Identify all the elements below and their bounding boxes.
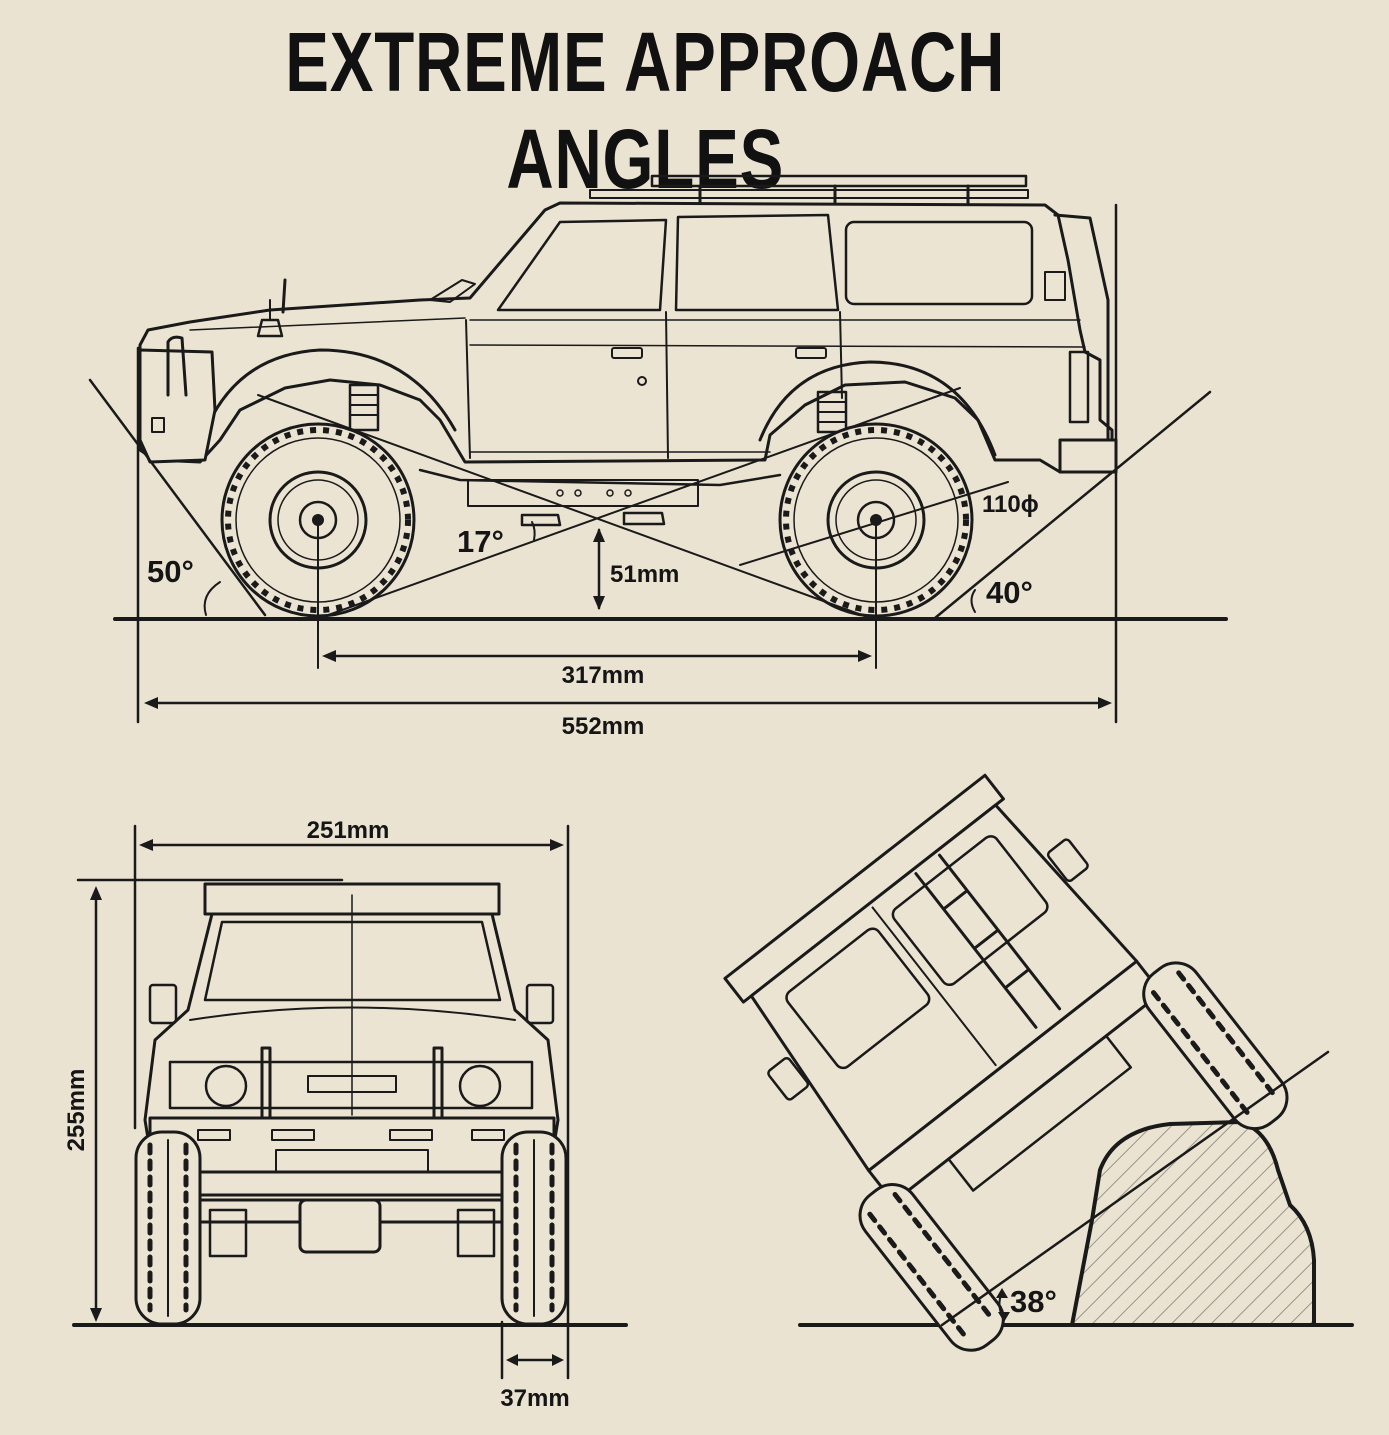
ground-clearance-label: 51mm <box>610 561 679 588</box>
height-dimension <box>90 886 102 1322</box>
slope-angle-line <box>940 1050 1330 1327</box>
approach-angle-label: 50° <box>147 554 194 589</box>
front-left-tire <box>134 1130 202 1326</box>
width-dimension <box>139 839 564 851</box>
width-label: 251mm <box>307 817 390 844</box>
length-label: 552mm <box>562 713 645 740</box>
breakover-angle-arc <box>531 521 536 541</box>
vehicle-rear-tilted <box>723 773 1289 1352</box>
slope-angle-label: 38° <box>1010 1284 1057 1319</box>
side-view: 51mm 317mm 552mm 50° 40° 17° 110ɸ <box>88 174 1228 740</box>
wheelbase-dimension <box>322 650 872 662</box>
departure-angle-line <box>933 390 1212 620</box>
ground-clearance-dimension <box>593 528 605 610</box>
front-right-tire <box>500 1130 568 1326</box>
departure-angle-arc <box>970 589 976 613</box>
breakover-angle-label: 17° <box>457 524 504 559</box>
height-label: 255mm <box>63 1069 90 1152</box>
tire-width-dimension <box>506 1354 564 1366</box>
approach-angle-arc <box>203 581 221 616</box>
climb-view: 38° <box>723 773 1354 1352</box>
breakover-line-b <box>257 394 871 619</box>
departure-angle-label: 40° <box>986 575 1033 610</box>
front-view: 251mm 255mm 37mm <box>63 817 628 1412</box>
length-dimension <box>144 697 1112 709</box>
tire-diameter-line <box>739 481 1009 566</box>
slope-angle-arrows <box>996 1288 1010 1322</box>
tire-width-label: 37mm <box>500 1385 569 1412</box>
page-title: EXTREME APPROACH ANGLES <box>285 15 1006 206</box>
approach-angle-line <box>88 378 267 617</box>
vehicle-body-side <box>138 201 1118 527</box>
tire-diameter-label: 110ɸ <box>982 491 1039 518</box>
rock <box>1069 1119 1316 1327</box>
wheelbase-label: 317mm <box>562 662 645 689</box>
vehicle-body-front <box>143 882 560 1258</box>
breakover-line-a <box>319 387 961 619</box>
